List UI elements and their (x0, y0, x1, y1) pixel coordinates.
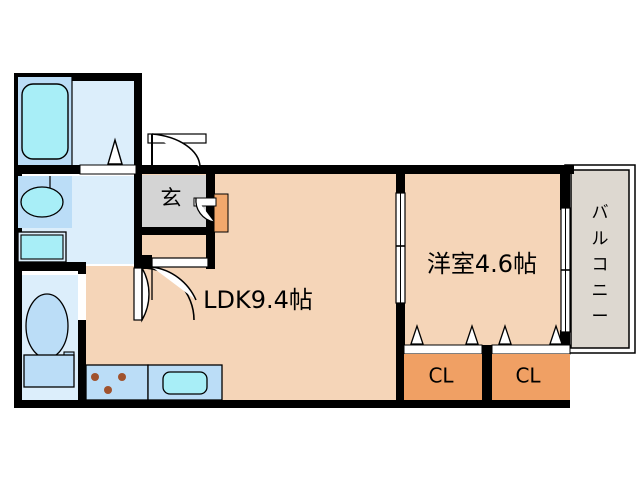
balcony-sliding-window[interactable] (560, 207, 571, 333)
washing-machine-pan-icon (17, 231, 67, 263)
entrance-inner-door[interactable] (193, 193, 229, 233)
room-label-closet-right: CL (515, 364, 541, 388)
bath-door[interactable] (79, 137, 137, 175)
balcony-char-1: バ (592, 203, 609, 223)
toilet-icon (23, 293, 75, 388)
balcony-char-3: コ (592, 255, 609, 275)
toilet-door[interactable] (78, 274, 86, 320)
bedroom-floor (404, 170, 568, 345)
bedroom-sliding-door[interactable] (395, 192, 406, 304)
closet-right-fill (492, 354, 570, 400)
room-label-balcony: バ ル コ ニ ー (592, 203, 609, 327)
stove-icon (91, 373, 126, 394)
entrance-main-door[interactable] (147, 133, 207, 168)
room-label-bedroom: 洋室4.6帖 (427, 250, 537, 278)
balcony-area (564, 164, 636, 354)
genkan-hall-door[interactable] (151, 257, 209, 301)
room-label-closet-left: CL (428, 364, 454, 388)
balcony-char-5: ー (592, 307, 609, 327)
balcony-char-4: ニ (592, 281, 609, 301)
washbasin-icon (18, 176, 72, 228)
bathtub-icon (18, 77, 73, 165)
room-label-entrance: 玄 (161, 186, 182, 210)
closet-left-fill (404, 354, 482, 400)
room-label-ldk: LDK9.4帖 (203, 286, 313, 314)
closet-left-doors[interactable] (403, 323, 483, 355)
balcony-char-2: ル (592, 229, 609, 249)
kitchen-sink-icon (162, 371, 208, 395)
